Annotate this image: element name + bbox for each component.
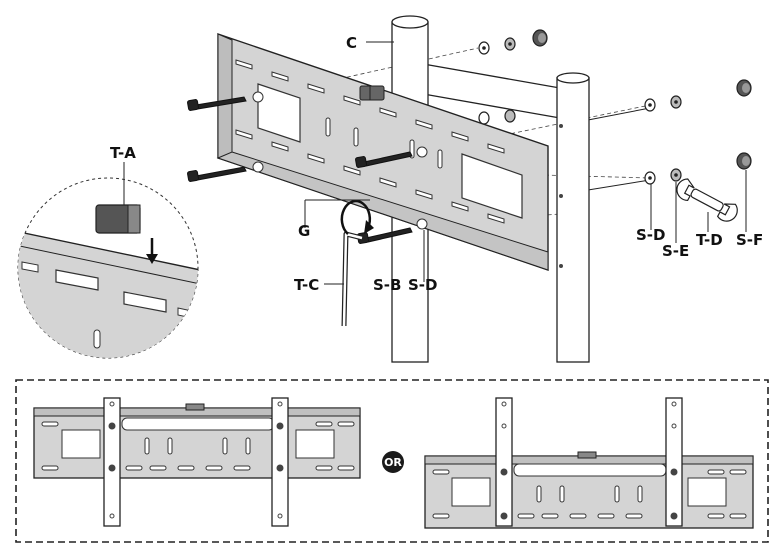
wrench-icon xyxy=(676,178,738,222)
nut-icon xyxy=(504,37,516,51)
alternate-positions-panel: OR xyxy=(15,379,769,543)
or-label: OR xyxy=(384,456,402,469)
hex-key-icon xyxy=(341,231,363,327)
cap-plug-icon xyxy=(95,204,141,234)
label-sd-center: S-D xyxy=(408,276,437,294)
part-labels: C T-A G T-C S-B S-D S-D S-E T-D S-F xyxy=(110,34,763,294)
cap-nut-icon xyxy=(532,29,548,47)
washer-icon xyxy=(478,41,490,55)
arrow-down-icon xyxy=(146,238,158,264)
hardware-stack-right-lower xyxy=(644,152,752,185)
hardware-stack-right-upper xyxy=(644,79,752,112)
label-tc: T-C xyxy=(294,276,319,294)
label-td: T-D xyxy=(696,231,723,249)
bolt-icon xyxy=(187,96,413,244)
leader-lines xyxy=(123,41,747,285)
label-sd-right: S-D xyxy=(636,226,665,244)
label-c: C xyxy=(346,34,357,52)
option-high-mount xyxy=(33,397,361,527)
label-se: S-E xyxy=(662,242,689,260)
label-sb: S-B xyxy=(373,276,401,294)
label-g: G xyxy=(298,222,310,240)
wall-plate-icon xyxy=(216,33,549,271)
or-separator: OR xyxy=(382,451,404,473)
hardware-stack-top xyxy=(478,29,548,55)
zoom-inset xyxy=(17,177,199,359)
post-right xyxy=(556,72,651,363)
label-ta: T-A xyxy=(110,144,136,162)
rotation-arrow-icon xyxy=(340,199,374,235)
hardware-stack-middle xyxy=(478,109,516,125)
label-sf: S-F xyxy=(736,231,763,249)
top-assembly: C T-A G T-C S-B S-D S-D S-E T-D S-F xyxy=(17,15,763,363)
option-low-mount xyxy=(424,397,754,529)
